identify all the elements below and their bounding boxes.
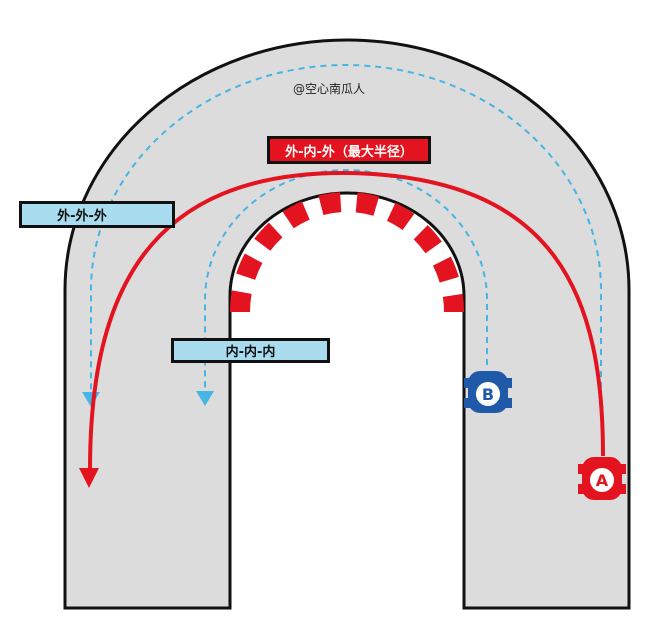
watermark: @空心南瓜人 [293,82,366,96]
car-a: A [578,457,626,500]
outer-inner-outer-line [88,170,605,471]
car-b-label: B [482,385,494,404]
car-a-label: A [596,471,609,490]
track-surface [63,38,631,610]
inner-line-arrowhead [196,391,214,406]
inner-inner-inner-line [204,169,488,393]
label-outer-outer-outer-text: 外-外-外 [57,209,107,224]
racing-line-arrowhead [79,468,99,488]
label-inner-inner-inner: 内-内-内 [171,338,330,363]
outer-outer-outer-line [90,64,602,410]
label-outer-inner-outer: 外-内-外（最大半径） [267,136,431,164]
label-outer-outer-outer: 外-外-外 [19,201,175,228]
inner-kerb [230,192,464,313]
car-b: B [464,371,512,413]
label-inner-inner-inner-text: 内-内-内 [225,345,276,360]
label-outer-inner-outer-text: 外-内-外（最大半径） [285,144,413,160]
